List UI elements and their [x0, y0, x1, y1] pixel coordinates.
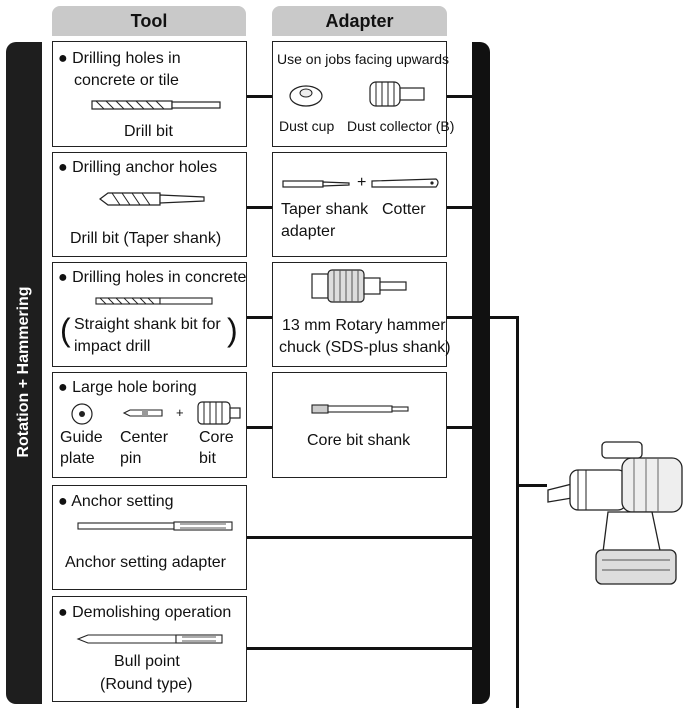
tool-title: ● Drilling holes in concrete — [58, 269, 247, 286]
tool-title: ● Anchor setting — [58, 493, 174, 510]
connector-line — [447, 206, 473, 209]
adapter-item-label: adapter — [281, 223, 336, 240]
tool-column-header: Tool — [52, 6, 246, 36]
adapter-box-taper-shank — [272, 152, 447, 257]
adapter-item-label: 13 mm Rotary hammer — [282, 317, 446, 334]
rotary-hammer-illustration — [547, 441, 683, 585]
paren-close: ) — [227, 312, 238, 348]
adapter-item-label: Dust collector (B) — [347, 118, 455, 134]
tool-item-label: Center — [120, 429, 169, 446]
adapter-item-label: chuck (SDS-plus shank) — [279, 339, 451, 356]
tool-connector-horizontal — [447, 316, 519, 319]
tool-title: ● Drilling anchor holes — [58, 159, 218, 176]
tool-title: ● Large hole boring — [58, 379, 197, 396]
connector-line — [247, 316, 273, 319]
connector-line — [247, 647, 473, 650]
plus-sign: + — [176, 405, 184, 420]
tool-item-label: Drill bit (Taper shank) — [70, 230, 222, 247]
tool-title: ● Drilling holes in — [58, 50, 181, 67]
tool-box-anchor-setting — [52, 485, 247, 590]
tool-item-label: Anchor setting adapter — [65, 554, 226, 571]
connector-line — [247, 95, 273, 98]
connector-line — [247, 426, 273, 429]
adapter-title: Use on jobs facing upwards — [277, 51, 449, 67]
tool-item-label: (Round type) — [100, 676, 193, 693]
mode-label: Rotation + Hammering — [15, 286, 32, 458]
tool-box-straight-shank — [52, 262, 247, 367]
paren-open: ( — [60, 312, 71, 348]
connector-line — [247, 206, 273, 209]
core-bit-shank-icon — [311, 404, 409, 414]
adapter-column-header: Adapter — [272, 6, 447, 36]
adapter-item-label: Taper shank — [281, 201, 369, 218]
dust-cup-icon — [289, 85, 323, 107]
tool-connector-branch — [519, 484, 547, 487]
tool-item-label: pin — [120, 450, 142, 467]
tool-title: ● Demolishing operation — [58, 604, 232, 621]
tool-item-label: Guide — [60, 429, 103, 446]
taper-shank-adapter-icon — [282, 180, 350, 188]
drill-bit-icon — [91, 100, 221, 110]
adapter-box-core-bit-shank — [272, 372, 447, 478]
taper-shank-drill-bit-icon — [99, 192, 205, 206]
dust-collector-icon — [369, 81, 425, 107]
rotary-hammer-chuck-icon — [311, 269, 407, 303]
tool-box-large-hole — [52, 372, 247, 478]
plus-sign: + — [357, 174, 367, 191]
tool-connector-vertical — [516, 316, 519, 708]
guide-plate-icon — [71, 403, 93, 425]
tool-item-label: Drill bit — [124, 123, 173, 140]
tool-box-demolishing — [52, 596, 247, 702]
tool-box-drilling-concrete-tile — [52, 41, 247, 147]
adapter-item-label: Core bit shank — [307, 432, 411, 449]
core-bit-icon — [197, 401, 241, 425]
anchor-setting-adapter-icon — [77, 521, 233, 531]
center-pin-icon — [122, 409, 163, 417]
tool-item-label: Bull point — [114, 653, 180, 670]
tool-item-label: Core — [199, 429, 234, 446]
tool-title: concrete or tile — [74, 72, 179, 89]
bull-point-icon — [76, 634, 223, 644]
adapter-item-label: Dust cup — [279, 118, 335, 134]
tool-item-label: Straight shank bit for — [74, 316, 221, 333]
tool-item-label: impact drill — [74, 338, 151, 355]
tool-item-label: plate — [60, 450, 95, 467]
tool-item-label: bit — [199, 450, 216, 467]
connector-line — [447, 426, 473, 429]
mode-sidebar — [6, 42, 42, 704]
cotter-icon — [371, 178, 439, 188]
adapter-rail — [472, 42, 490, 704]
adapter-item-label: Cotter — [382, 201, 426, 218]
connector-line — [447, 95, 473, 98]
connector-line — [247, 536, 473, 539]
straight-shank-bit-icon — [95, 297, 213, 305]
